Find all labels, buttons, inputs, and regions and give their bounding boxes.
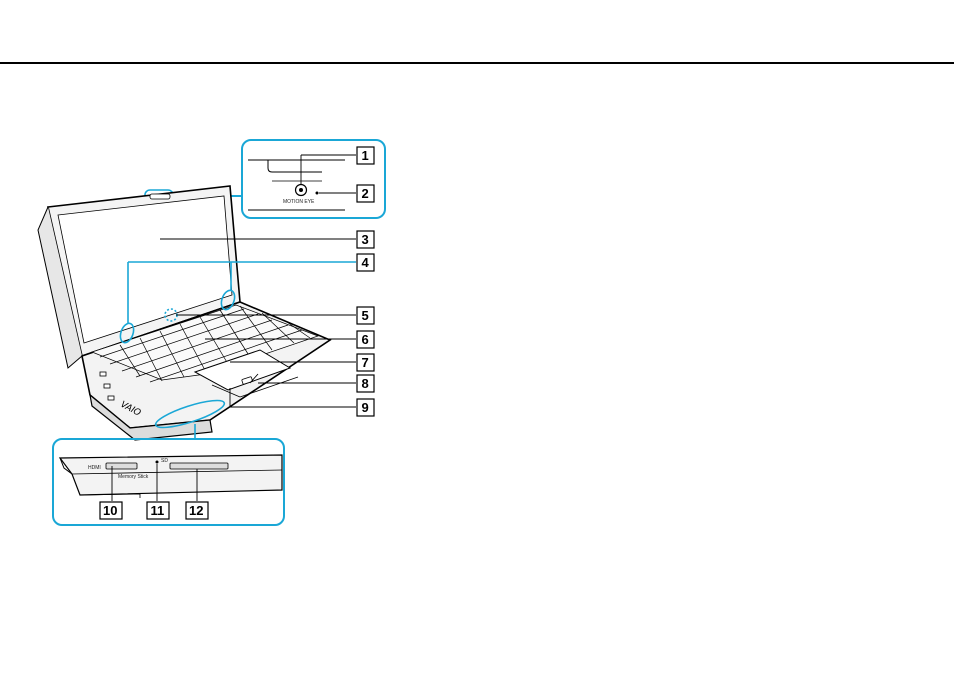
- callout-10: 10: [100, 502, 122, 519]
- callout-9: 9: [357, 399, 374, 416]
- memory-stick-slot: [106, 463, 137, 469]
- laptop-illustration: VAIO: [38, 186, 330, 440]
- sd-label: SD: [161, 458, 168, 464]
- callout-1: 1: [357, 147, 374, 164]
- callout-12: 12: [186, 502, 208, 519]
- camera-brand-text: MOTION EYE: [283, 199, 315, 205]
- camera-indicator-icon: [316, 192, 319, 195]
- memory-stick-label: Memory Stick: [118, 474, 149, 480]
- svg-text:4: 4: [362, 255, 370, 270]
- svg-text:10: 10: [103, 503, 117, 518]
- callout-6: 6: [357, 331, 374, 348]
- svg-text:7: 7: [362, 355, 369, 370]
- svg-text:8: 8: [362, 376, 369, 391]
- sd-card-slot: [170, 463, 228, 469]
- callout-5: 5: [357, 307, 374, 324]
- callout-3: 3: [357, 231, 374, 248]
- svg-text:1: 1: [362, 148, 369, 163]
- svg-text:9: 9: [362, 400, 369, 415]
- access-indicator-icon: [156, 461, 159, 464]
- svg-text:12: 12: [189, 503, 203, 518]
- svg-text:3: 3: [362, 232, 369, 247]
- svg-text:2: 2: [362, 186, 369, 201]
- svg-text:5: 5: [362, 308, 369, 323]
- svg-text:11: 11: [151, 503, 165, 518]
- hdmi-label: HDMI: [88, 465, 101, 471]
- svg-text:6: 6: [362, 332, 369, 347]
- callout-4: 4: [357, 254, 374, 271]
- callout-7: 7: [357, 354, 374, 371]
- callout-2: 2: [357, 185, 374, 202]
- callout-11: 11: [147, 502, 169, 519]
- callout-8: 8: [357, 375, 374, 392]
